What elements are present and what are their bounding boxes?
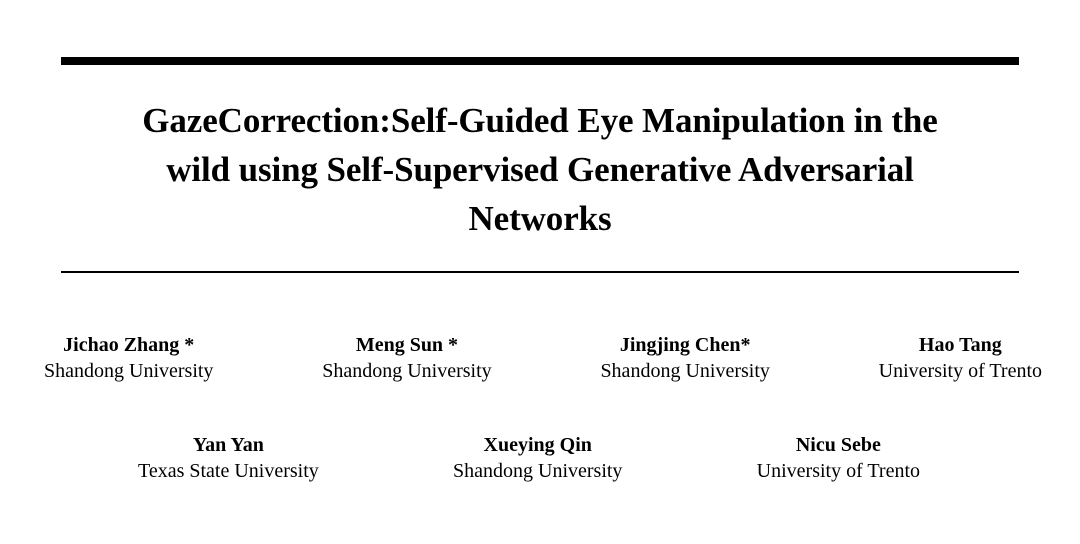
- author-jichao-zhang: Jichao Zhang * Shandong University: [44, 332, 213, 384]
- author-name: Xueying Qin: [483, 434, 592, 456]
- author-affiliation: Texas State University: [138, 460, 319, 482]
- title-rule-thin: [61, 271, 1019, 273]
- title-line-3: Networks: [468, 199, 612, 238]
- author-nicu-sebe: Nicu Sebe University of Trento: [757, 432, 920, 484]
- author-affiliation: Shandong University: [44, 360, 214, 382]
- author-meng-sun: Meng Sun * Shandong University: [322, 332, 491, 384]
- author-xueying-qin: Xueying Qin Shandong University: [453, 432, 622, 484]
- author-affiliation: University of Trento: [878, 360, 1042, 382]
- author-block: Jichao Zhang * Shandong University Meng …: [0, 332, 1080, 484]
- page-title: GazeCorrection:Self-Guided Eye Manipulat…: [61, 96, 1019, 243]
- author-name: Jichao Zhang *: [63, 334, 195, 356]
- author-affiliation: Shandong University: [453, 460, 623, 482]
- title-line-2: wild using Self-Supervised Generative Ad…: [166, 150, 914, 189]
- author-hao-tang: Hao Tang University of Trento: [879, 332, 1042, 384]
- author-name: Meng Sun *: [355, 334, 459, 356]
- author-name: Jingjing Chen*: [619, 334, 751, 356]
- author-affiliation: University of Trento: [756, 460, 920, 482]
- author-name: Hao Tang: [918, 334, 1002, 356]
- author-row-2: Yan Yan Texas State University Xueying Q…: [0, 432, 1080, 484]
- author-name: Yan Yan: [192, 434, 264, 456]
- author-yan-yan: Yan Yan Texas State University: [138, 432, 319, 484]
- author-jingjing-chen: Jingjing Chen* Shandong University: [600, 332, 769, 384]
- author-name: Nicu Sebe: [795, 434, 881, 456]
- author-affiliation: Shandong University: [322, 360, 492, 382]
- top-rule-thick: [61, 57, 1019, 65]
- author-row-1: Jichao Zhang * Shandong University Meng …: [0, 332, 1080, 384]
- author-affiliation: Shandong University: [600, 360, 770, 382]
- title-line-1: GazeCorrection:Self-Guided Eye Manipulat…: [142, 101, 938, 140]
